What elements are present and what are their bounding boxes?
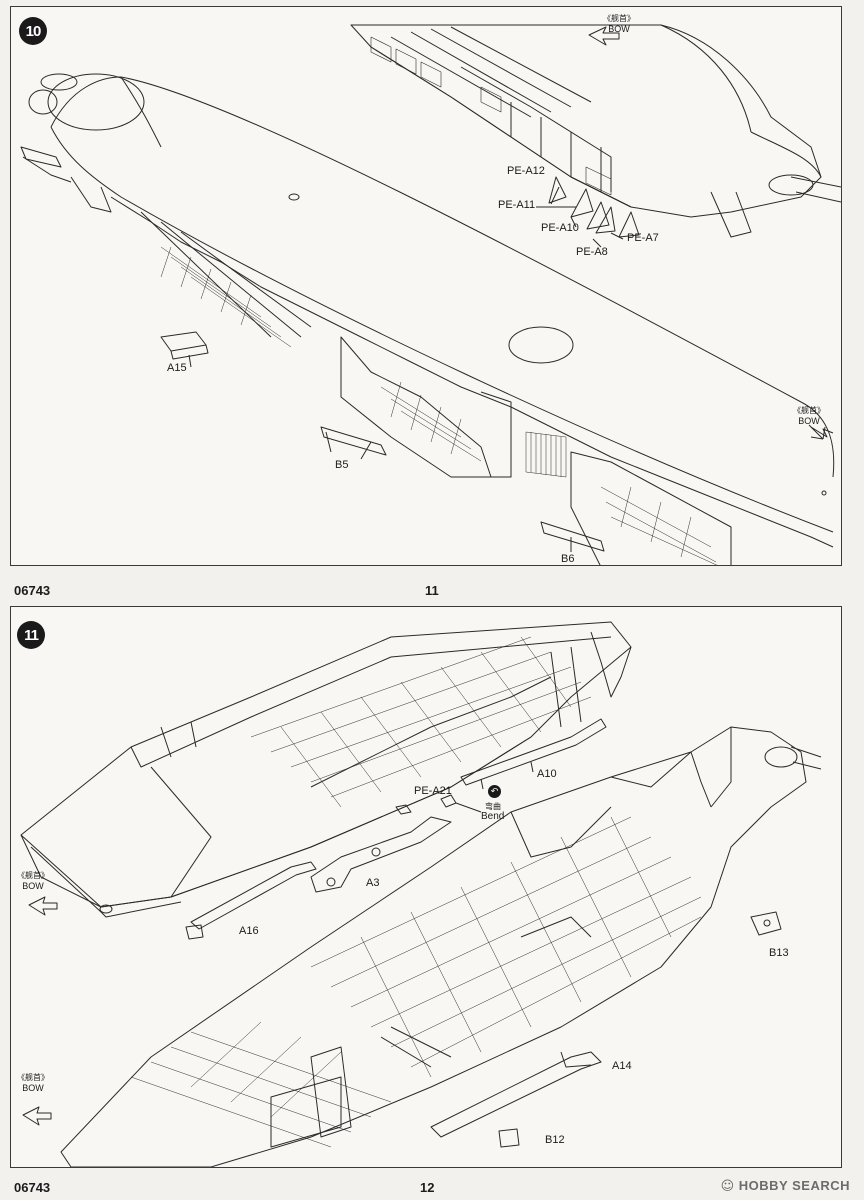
bow-arrow-bottom — [22, 1106, 52, 1126]
hobby-search-logo-icon: ☺ — [720, 1179, 735, 1194]
step-11-drawing — [20, 621, 822, 1167]
page-number: 11 — [425, 583, 439, 598]
product-code: 06743 — [14, 1180, 51, 1195]
bow-arrow-right — [810, 426, 834, 438]
step-10-panel: 10 《舰首》 BOW 《舰首》 BOW PE-A12 PE-A11 PE-A1… — [10, 6, 842, 566]
pe-parts-group — [536, 176, 640, 248]
upper-hull-piece — [20, 621, 632, 918]
part-b5-drawing — [320, 426, 387, 460]
part-label-pe-a11: PE-A11 — [498, 199, 536, 211]
instruction-page-11: 10 《舰首》 BOW 《舰首》 BOW PE-A12 PE-A11 PE-A1… — [10, 6, 842, 598]
part-label-b12: B12 — [545, 1134, 565, 1146]
product-code: 06743 — [14, 583, 51, 598]
part-a15-drawing — [160, 331, 209, 368]
part-label-a16: A16 — [239, 925, 259, 937]
part-a16-drawing — [185, 861, 317, 940]
bow-label-en: BOW — [798, 416, 820, 426]
instruction-page-12: 11 《舰首》 BOW 《舰首》 BOW PE-A21 ↶ 弯曲 Bend A1… — [0, 600, 864, 1200]
bow-arrow-left — [28, 896, 58, 916]
upper-hull-section — [350, 24, 841, 238]
part-label-b6: B6 — [561, 553, 575, 565]
bow-indicator: 《舰首》 BOW — [17, 1072, 49, 1094]
part-label-a10: A10 — [537, 768, 557, 780]
bow-label-cn: 《舰首》 — [17, 871, 49, 880]
part-label-pe-a8: PE-A8 — [576, 246, 608, 258]
part-pe-a21-drawing — [395, 794, 482, 815]
part-label-pe-a10: PE-A10 — [541, 222, 579, 234]
bow-label-en: BOW — [22, 881, 44, 891]
part-label-b13: B13 — [769, 947, 789, 959]
main-hull — [20, 73, 835, 565]
part-b12-drawing — [498, 1128, 520, 1148]
watermark-text: HOBBY SEARCH — [738, 1178, 850, 1193]
page-number: 12 — [420, 1180, 435, 1195]
step-badge: 10 — [19, 17, 47, 45]
bow-label-en: BOW — [608, 24, 630, 34]
bow-indicator: 《舰首》 BOW — [603, 13, 635, 35]
part-b6-drawing — [540, 521, 605, 552]
bow-label-cn: 《舰首》 — [793, 406, 825, 415]
part-label-pe-a21: PE-A21 — [414, 785, 452, 797]
bow-indicator: 《舰首》 BOW — [793, 405, 825, 427]
part-label-a3: A3 — [366, 877, 380, 889]
part-label-pe-a7: PE-A7 — [627, 232, 659, 244]
part-label-pe-a12: PE-A12 — [507, 165, 545, 177]
bow-arrow-top — [588, 26, 620, 46]
bend-icon: ↶ — [488, 785, 501, 798]
part-a3-drawing — [310, 816, 452, 893]
bow-label-cn: 《舰首》 — [17, 1073, 49, 1082]
part-a14-drawing — [430, 1051, 602, 1138]
part-label-b5: B5 — [335, 459, 349, 471]
part-b13-drawing — [750, 911, 782, 936]
part-a10-drawing — [460, 718, 607, 790]
part-label-a14: A14 — [612, 1060, 632, 1072]
bow-label-en: BOW — [22, 1083, 44, 1093]
step-badge: 11 — [17, 621, 45, 649]
step-10-drawing — [20, 24, 841, 565]
bend-label-cn: 弯曲 — [485, 802, 501, 811]
step-11-panel: 11 《舰首》 BOW 《舰首》 BOW PE-A21 ↶ 弯曲 Bend A1… — [10, 606, 842, 1168]
bow-label-cn: 《舰首》 — [603, 14, 635, 23]
bend-label-en: Bend — [481, 811, 505, 822]
lower-hull-piece — [60, 726, 822, 1167]
hobby-search-watermark: ☺ HOBBY SEARCH — [721, 1178, 850, 1194]
part-label-a15: A15 — [167, 362, 187, 374]
bow-indicator: 《舰首》 BOW — [17, 870, 49, 892]
